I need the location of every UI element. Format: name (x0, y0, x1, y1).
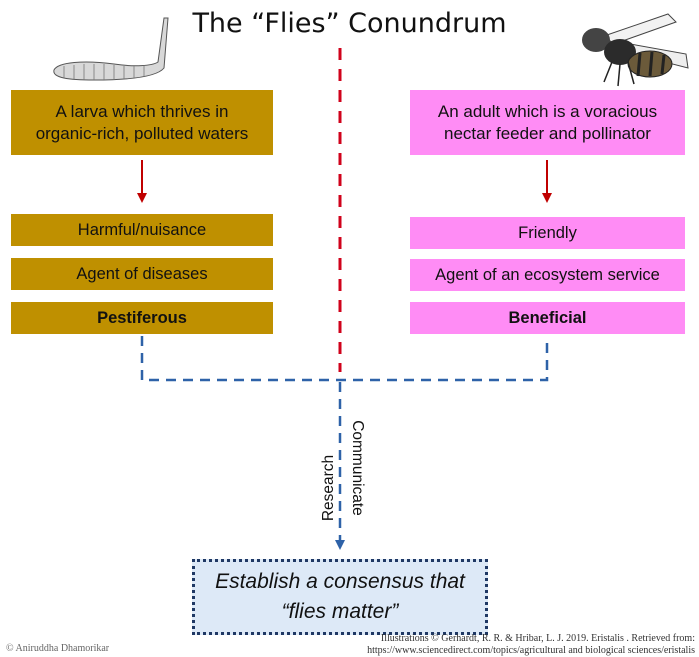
larva-description-box: A larva which thrives in organic-rich, p… (11, 90, 273, 155)
left-down-arrow-head (137, 193, 147, 203)
right-down-arrow-head (542, 193, 552, 203)
hoverfly-illustration (582, 13, 689, 87)
source-credit: Illustrations © Gerhardt, R. R. & Hribar… (367, 633, 695, 657)
right-verdict-box: Beneficial (410, 302, 685, 334)
consensus-box: Establish a consensus that “flies matter… (192, 559, 488, 635)
adult-description-text: An adult which is a voracious nectar fee… (437, 101, 658, 143)
left-attribute-1-text: Harmful/nuisance (77, 220, 207, 239)
right-attribute-2: Agent of an ecosystem service (410, 259, 685, 291)
research-label: Research (320, 454, 337, 522)
left-verdict-box: Pestiferous (11, 302, 273, 334)
merge-connector (140, 336, 549, 382)
source-credit-line-1: Illustrations © Gerhardt, R. R. & Hribar… (380, 633, 695, 644)
larva-illustration (53, 17, 169, 81)
left-attribute-1: Harmful/nuisance (11, 214, 273, 246)
consensus-line-2: “flies matter” (281, 600, 399, 623)
right-attribute-1-text: Friendly (518, 223, 577, 242)
author-credit: © Aniruddha Dhamorikar (6, 643, 110, 654)
right-attribute-1: Friendly (410, 217, 685, 249)
left-attribute-2-text: Agent of diseases (76, 264, 208, 283)
right-attribute-2-text: Agent of an ecosystem service (435, 265, 660, 284)
consensus-line-1: Establish a consensus that (215, 570, 465, 593)
adult-description-box: An adult which is a voracious nectar fee… (410, 90, 685, 155)
communicate-label: Communicate (349, 420, 366, 516)
center-arrow-head (335, 540, 345, 550)
right-verdict-text: Beneficial (508, 308, 587, 327)
left-attribute-2: Agent of diseases (11, 258, 273, 290)
source-credit-line-2: https://www.sciencedirect.com/topics/agr… (367, 645, 695, 656)
diagram-title: The “Flies” Conundrum (192, 8, 507, 39)
larva-description-text: A larva which thrives in organic-rich, p… (35, 101, 249, 143)
left-verdict-text: Pestiferous (97, 308, 187, 327)
